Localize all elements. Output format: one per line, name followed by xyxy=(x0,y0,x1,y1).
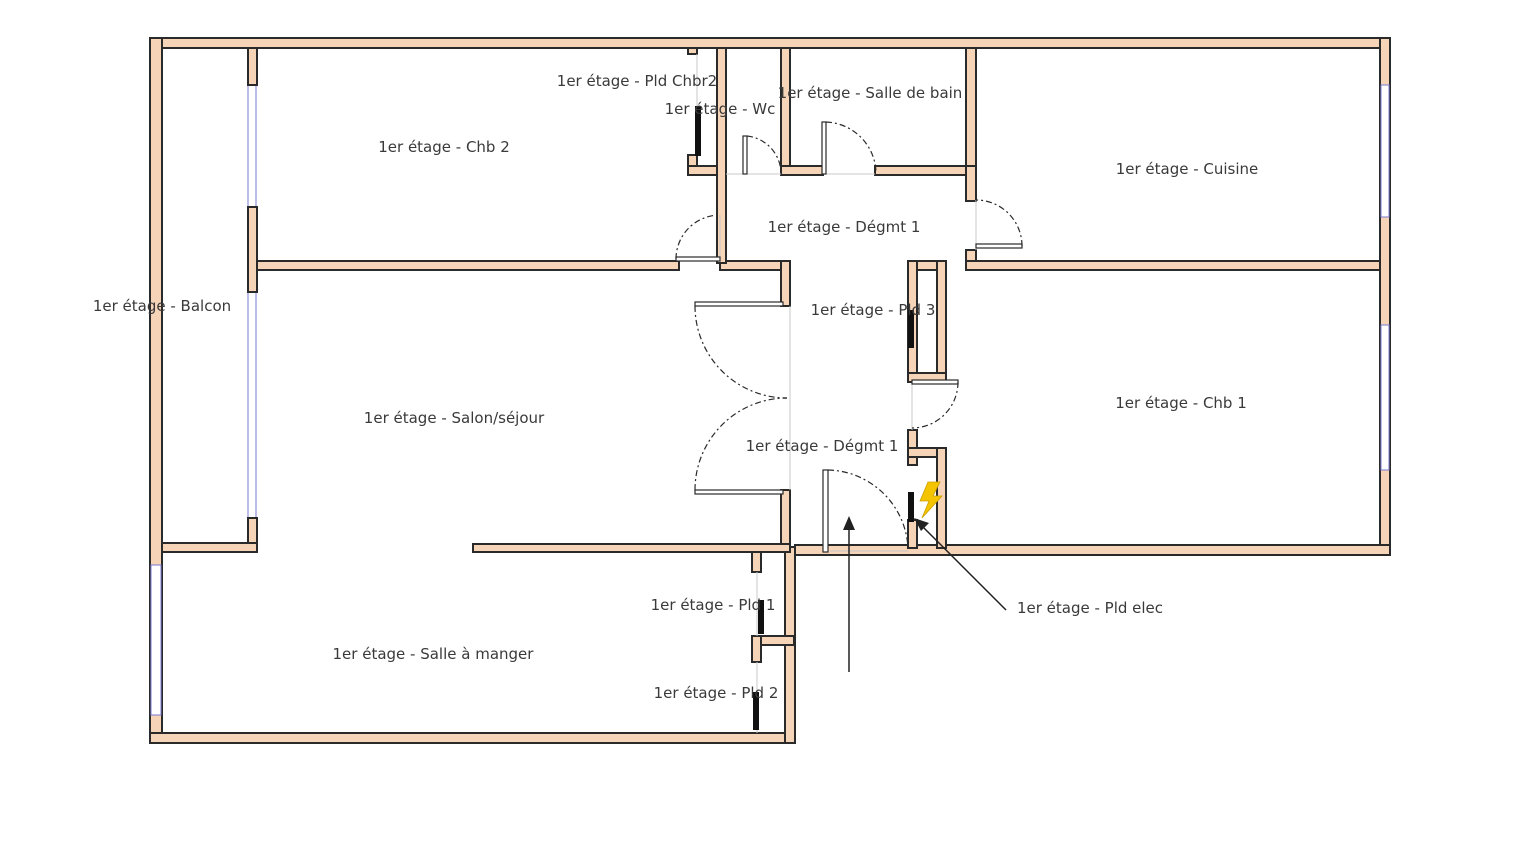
label-pld-chbr2: 1er étage - Pld Chbr2 xyxy=(557,72,717,90)
entrance-arrow-icon xyxy=(843,516,855,672)
wall-salon-degmt-2 xyxy=(780,489,791,548)
door-cuisine-swing xyxy=(975,199,1023,247)
wall-salon-degmt-top xyxy=(719,260,791,271)
door-sdb xyxy=(821,121,827,175)
doors xyxy=(675,121,1023,553)
door-entrance-swing xyxy=(827,469,909,549)
wall-bottom-right xyxy=(794,544,1391,556)
label-pld-elec: 1er étage - Pld elec xyxy=(1017,599,1163,617)
wall-balcon-2 xyxy=(247,206,258,293)
wall-chb2-salon xyxy=(256,260,680,271)
door-salon-bottom-swing xyxy=(694,397,788,491)
wall-top xyxy=(149,37,1391,49)
label-balcon: 1er étage - Balcon xyxy=(93,297,231,315)
door-salon-top xyxy=(694,301,784,307)
label-salon: 1er étage - Salon/séjour xyxy=(364,409,545,427)
door-chb2 xyxy=(675,256,721,262)
closet-pld3 xyxy=(908,310,914,348)
door-chb1 xyxy=(911,379,959,385)
wall-balcon-1 xyxy=(247,47,258,86)
label-chb1: 1er étage - Chb 1 xyxy=(1115,394,1247,412)
interior-walls xyxy=(161,47,1381,663)
wall-cuisine-left xyxy=(965,165,977,202)
closet-pld1 xyxy=(758,600,764,634)
wall-salon-degmt-1 xyxy=(780,260,791,307)
door-salon-bottom xyxy=(694,489,784,495)
window-cuisine xyxy=(1380,84,1390,218)
wall-salon-sam xyxy=(472,543,791,553)
door-salon-top-swing xyxy=(694,305,788,399)
label-degmt1-bottom: 1er étage - Dégmt 1 xyxy=(746,437,899,455)
closet-pld-elec xyxy=(908,492,914,522)
label-pld3: 1er étage - Pld 3 xyxy=(811,301,936,319)
door-chb2-swing xyxy=(675,214,721,260)
label-wc: 1er étage - Wc xyxy=(665,100,776,118)
wall-pld-elec-left xyxy=(907,519,918,549)
pld-elec-pointer-icon xyxy=(914,518,1007,611)
wall-pld3-chb1 xyxy=(936,260,947,382)
door-wc xyxy=(742,135,748,175)
door-entrance xyxy=(822,469,829,553)
door-sdb-swing xyxy=(825,121,877,173)
label-pld1: 1er étage - Pld 1 xyxy=(651,596,776,614)
window-salon-balcon xyxy=(247,291,257,519)
wall-bottom-left xyxy=(149,732,796,744)
pld-elec-pointer-head xyxy=(914,518,929,531)
wall-balcon-bottom xyxy=(161,542,258,553)
wall-pld2-top xyxy=(751,635,762,663)
wall-cuisine-chb1 xyxy=(965,260,1381,271)
openings xyxy=(696,54,977,733)
wall-sdb-cuisine-top xyxy=(965,47,977,176)
window-chb2-balcon xyxy=(247,84,257,208)
closets xyxy=(695,106,914,730)
lightning-bolt-icon xyxy=(919,481,943,519)
door-cuisine xyxy=(975,243,1023,249)
door-chb1-swing xyxy=(911,381,959,429)
entrance-arrow-head xyxy=(843,516,855,530)
wall-pld1-top xyxy=(751,551,762,573)
label-salle-de-bain: 1er étage - Salle de bain xyxy=(778,84,963,102)
wall-chb2-degmt xyxy=(716,47,727,264)
window-chb1 xyxy=(1380,324,1390,471)
wall-wc-sdb xyxy=(780,47,791,176)
wall-pld-chbr2-top xyxy=(687,47,698,55)
label-degmt1-top: 1er étage - Dégmt 1 xyxy=(768,218,921,236)
label-salle-a-manger: 1er étage - Salle à manger xyxy=(333,645,535,663)
closet-pld-chbr2 xyxy=(695,106,701,156)
window-salle-a-manger xyxy=(150,564,162,716)
wall-sdb-base-right xyxy=(874,165,976,176)
door-wc-swing xyxy=(746,135,782,175)
closet-pld2 xyxy=(753,692,759,730)
pld-elec-pointer-shaft xyxy=(920,524,1007,611)
wall-sdb-base-left xyxy=(780,165,824,176)
room-labels: 1er étage - Chb 2 1er étage - Pld Chbr2 … xyxy=(93,72,1258,702)
label-chb2: 1er étage - Chb 2 xyxy=(378,138,510,156)
label-pld2: 1er étage - Pld 2 xyxy=(654,684,779,702)
label-cuisine: 1er étage - Cuisine xyxy=(1116,160,1259,178)
